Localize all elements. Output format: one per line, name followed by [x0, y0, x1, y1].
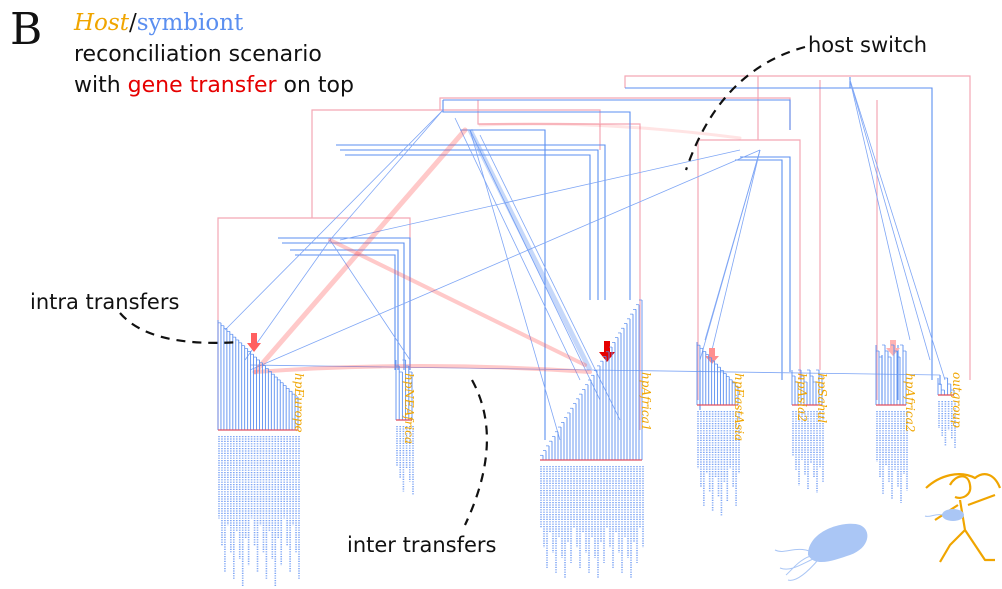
legend-title: Host/symbiont [74, 9, 243, 37]
legend-slash: / [128, 10, 137, 36]
annotation-intra-transfers: intra transfers [30, 290, 180, 314]
host-label-hpNEAfrica: hpNEAfrica [402, 373, 416, 444]
gene-transfers [252, 122, 742, 375]
annotation-host-switch: host switch [808, 33, 928, 57]
legend-line3-prefix: with [74, 73, 128, 98]
host-label-outgroup: outgroup [950, 372, 964, 428]
annotation-leaders [119, 45, 806, 526]
legend-gene-transfer: gene transfer [127, 73, 277, 98]
annotation-inter-transfers: inter transfers [347, 533, 497, 557]
panel-letter: B [10, 4, 43, 55]
legend-line-2: reconciliation scenario [74, 42, 322, 67]
host-label-hpSahul: hpSahul [815, 373, 829, 423]
host-label-hpAsia2: hpAsia2 [795, 373, 809, 422]
symbiont-tree [278, 77, 941, 440]
symbiont-lineages [224, 79, 946, 441]
host-label-hpEurope: hpEurope [292, 373, 306, 433]
legend-line-3: with gene transfer on top [74, 72, 354, 100]
legend-line3-suffix: on top [276, 73, 354, 98]
host-label-hpEastAsia: hpEastAsia [732, 373, 746, 441]
host-population-labels: hpEurope hpNEAfrica hpAfrica1 hpEastAsia… [292, 372, 964, 444]
legend-symbiont-word: symbiont [136, 10, 244, 36]
symbiont-leaf-labels [217, 299, 956, 586]
human-figure-icon [924, 473, 1002, 563]
host-label-hpAfrica2: hpAfrica2 [903, 373, 917, 432]
legend-host-word: Host [74, 10, 129, 36]
host-label-hpAfrica1: hpAfrica1 [639, 372, 653, 431]
symbiont-bundle [467, 128, 593, 372]
bacterium-icon [774, 523, 868, 581]
